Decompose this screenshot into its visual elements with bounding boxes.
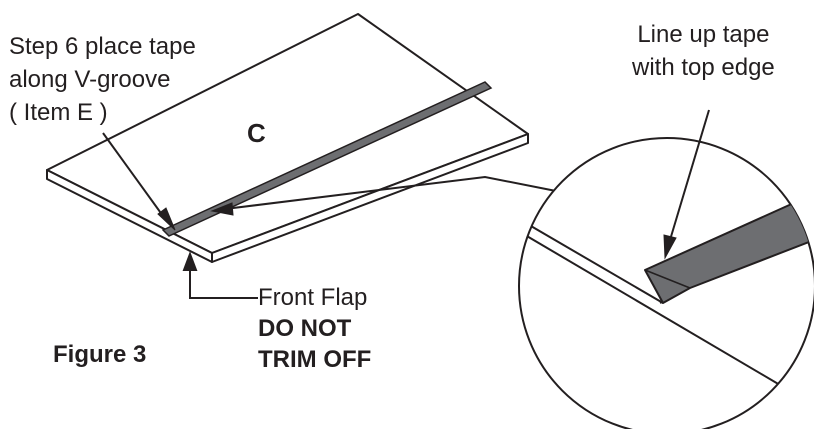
lineup-arrow — [663, 109, 710, 260]
zoom-pointer — [210, 175, 557, 216]
figure-title: Figure 3 — [53, 341, 147, 368]
step-label-line-3: ( Item E ) — [9, 99, 108, 126]
step-label-line-1: Step 6 place tape — [9, 33, 196, 60]
flap-label-line: Front Flap — [258, 284, 368, 311]
lineup-label-line-1: Line up tape — [637, 21, 770, 48]
step-label: Step 6 place tape along V-groove ( Item … — [9, 30, 196, 129]
zoom-detail — [518, 137, 814, 429]
board-panel — [46, 13, 529, 263]
flap-warning-line-2: TRIM OFF — [258, 346, 372, 373]
lineup-label-line-2: with top edge — [632, 54, 775, 81]
lineup-label: Line up tape with top edge — [632, 18, 775, 84]
panel-letter: C — [247, 118, 266, 148]
step-arrow — [102, 132, 176, 231]
flap-warning-line-1: DO NOT — [258, 315, 352, 342]
tape-strip — [161, 81, 493, 237]
flap-label: Front Flap DO NOT TRIM OFF — [258, 282, 371, 375]
step-label-line-2: along V-groove — [9, 66, 171, 93]
flap-arrow — [182, 251, 258, 299]
